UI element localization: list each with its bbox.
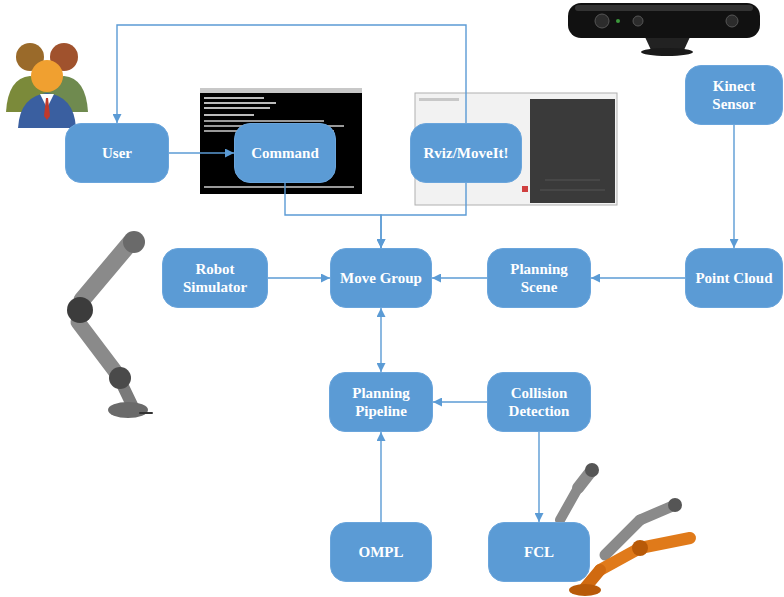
flow-arrow (285, 183, 381, 248)
users-icon (6, 43, 88, 128)
box-label: OMPL (359, 543, 404, 561)
flow-arrow (117, 25, 466, 123)
flow-arrow (380, 432, 381, 522)
process-box: Kinect Sensor (685, 65, 783, 125)
process-box: Rviz/MoveIt! (410, 123, 522, 183)
process-box: Planning Pipeline (329, 372, 433, 432)
terminal-screenshot (200, 88, 362, 194)
box-label: Planning Pipeline (338, 384, 424, 420)
flow-arrow (380, 308, 381, 372)
box-label: User (102, 144, 132, 162)
box-label: Collision Detection (496, 384, 582, 420)
box-label: Move Group (340, 269, 422, 287)
flow-arrow (591, 277, 685, 278)
box-label: Planning Scene (496, 260, 582, 296)
process-box: Point Cloud (685, 248, 783, 308)
box-label: Robot Simulator (171, 260, 259, 296)
flow-arrow (268, 277, 330, 278)
process-box: Collision Detection (487, 372, 591, 432)
flow-arrow (733, 125, 734, 248)
process-box: Command (234, 123, 336, 183)
box-label: Rviz/MoveIt! (424, 144, 509, 162)
box-label: FCL (524, 543, 554, 561)
box-label: Command (251, 144, 319, 162)
flow-arrow (433, 401, 487, 402)
flow-arrow (381, 183, 466, 248)
process-box: Robot Simulator (162, 248, 268, 308)
flow-arrow (538, 432, 539, 522)
box-label: Point Cloud (695, 269, 772, 287)
process-box: Move Group (330, 248, 432, 308)
kinect-sensor-picture (568, 3, 760, 56)
process-box: Planning Scene (487, 248, 591, 308)
process-box: OMPL (330, 522, 432, 582)
flow-arrow (169, 152, 234, 153)
process-box: User (65, 123, 169, 183)
process-box: FCL (488, 522, 590, 582)
robot-arm-picture (67, 231, 152, 418)
flow-arrow (432, 277, 487, 278)
box-label: Kinect Sensor (694, 77, 774, 113)
